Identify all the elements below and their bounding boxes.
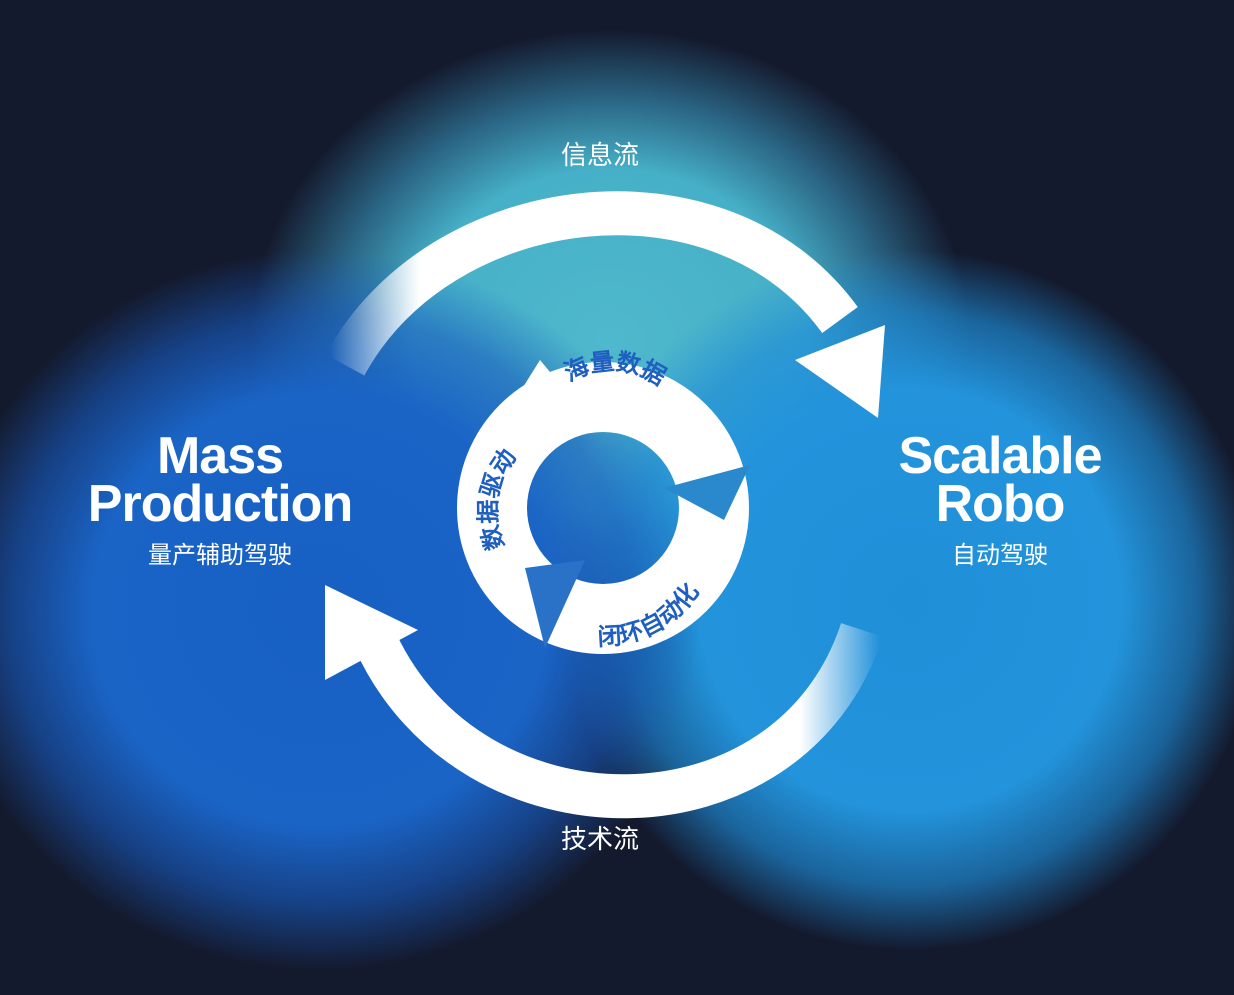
- top-flow-label: 信息流: [560, 141, 639, 171]
- right-title-line2: Robo: [935, 475, 1066, 533]
- left-subtitle: 量产辅助驾驶: [148, 541, 292, 569]
- left-title-line1: Mass: [156, 427, 284, 485]
- top-flow-arrow: [325, 191, 885, 418]
- right-title-line1: Scalable: [898, 427, 1102, 485]
- left-node: Mass Production 量产辅助驾驶: [70, 427, 370, 570]
- bottom-flow-label: 技术流: [560, 825, 639, 855]
- bottom-flow-arrow: [325, 585, 883, 819]
- right-node: Scalable Robo 自动驾驶: [870, 427, 1130, 570]
- inner-cycle-ring: [457, 360, 750, 654]
- left-title-line2: Production: [87, 475, 353, 533]
- right-subtitle: 自动驾驶: [952, 541, 1048, 569]
